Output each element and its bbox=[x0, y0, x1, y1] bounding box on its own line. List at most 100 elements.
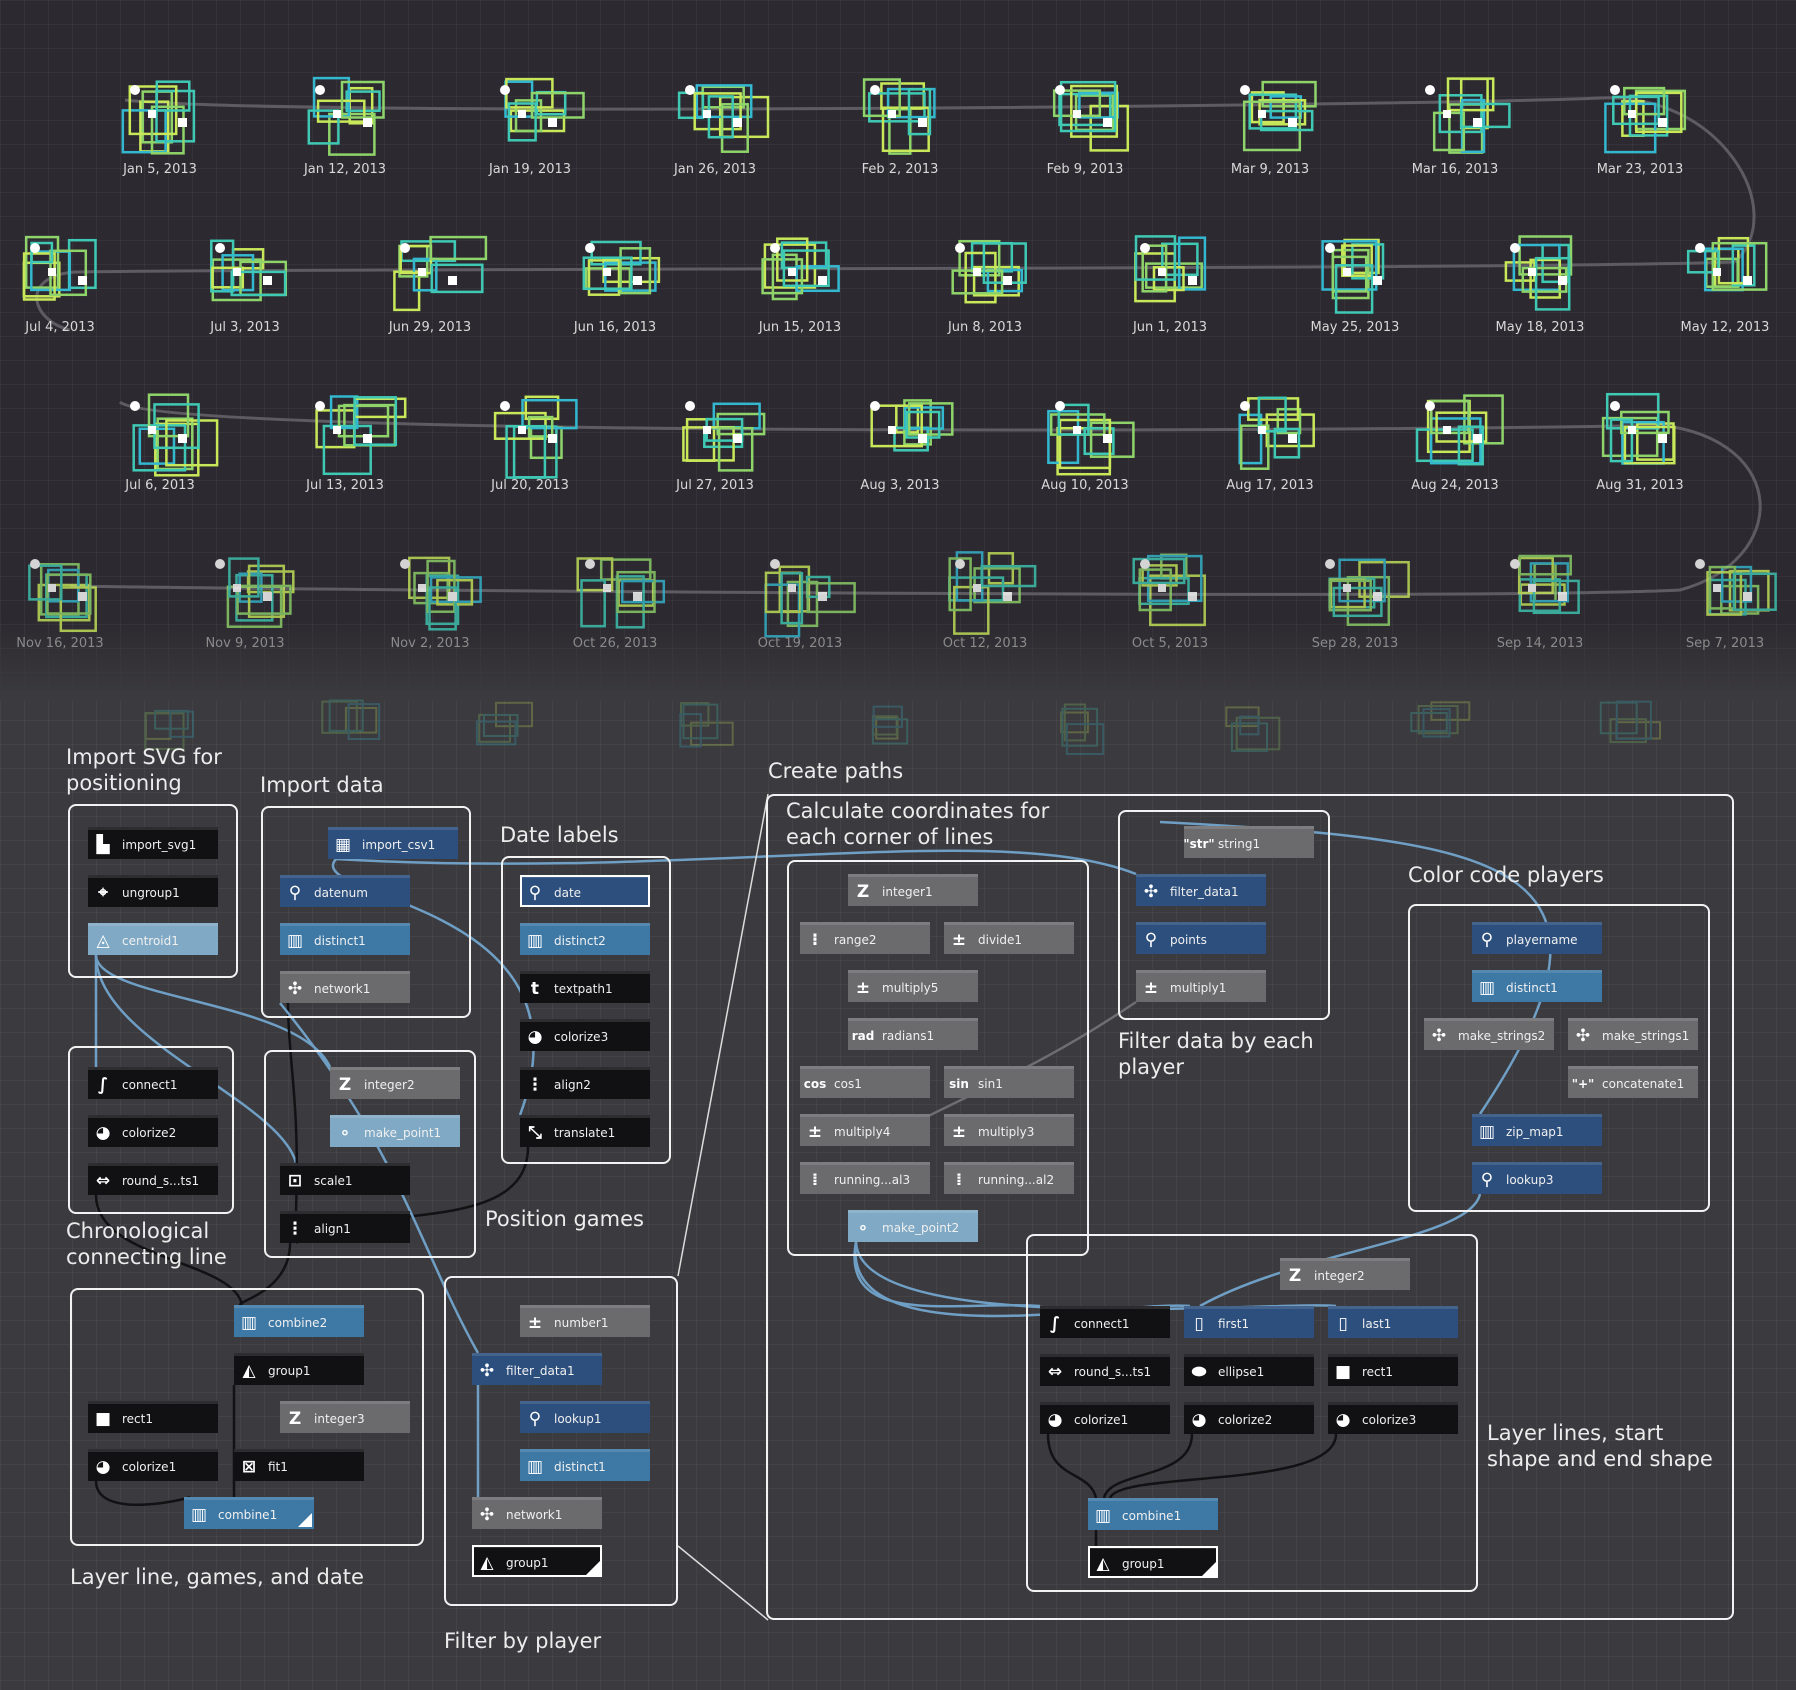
node-string1[interactable]: "str"string1 bbox=[1183, 826, 1314, 858]
node-colorize3b[interactable]: ◕colorize3 bbox=[1328, 1402, 1458, 1434]
node-multiply1[interactable]: ±multiply1 bbox=[1136, 970, 1266, 1002]
node-round-s-ts1a[interactable]: ⇔round_s...ts1 bbox=[88, 1163, 218, 1195]
player-path bbox=[46, 573, 92, 615]
node-colorize1a[interactable]: ◕colorize1 bbox=[88, 1449, 218, 1481]
node-group1a[interactable]: ◭group1 bbox=[234, 1353, 364, 1385]
node-make-point1[interactable]: ∘make_point1 bbox=[330, 1115, 460, 1147]
group-layer-lines[interactable] bbox=[1026, 1234, 1478, 1592]
group-title: Calculate coordinates for each corner of… bbox=[786, 799, 1050, 849]
node-distinct1c[interactable]: ▥distinct1 bbox=[1472, 970, 1602, 1002]
node-align1[interactable]: ⋮align1 bbox=[280, 1211, 410, 1243]
node-running-al2[interactable]: ⁞running...al2 bbox=[944, 1162, 1074, 1194]
date-label: Jan 26, 2013 bbox=[673, 162, 757, 177]
node-import-svg1[interactable]: ▙import_svg1 bbox=[88, 827, 218, 859]
player-path bbox=[30, 241, 54, 264]
node-distinct2[interactable]: ▥distinct2 bbox=[520, 923, 650, 955]
node-playername[interactable]: ⚲playername bbox=[1472, 922, 1602, 954]
node-colorize3a[interactable]: ◕colorize3 bbox=[520, 1019, 650, 1051]
node-multiply3[interactable]: ±multiply3 bbox=[944, 1114, 1074, 1146]
end-marker bbox=[1373, 276, 1382, 285]
node-connect1a[interactable]: ∫connect1 bbox=[88, 1067, 218, 1099]
date-label: Jul 4, 2013 bbox=[25, 320, 95, 335]
node-filter-data1b[interactable]: ✣filter_data1 bbox=[1136, 874, 1266, 906]
node-align2[interactable]: ⋮align2 bbox=[520, 1067, 650, 1099]
node-scale1[interactable]: ⊡scale1 bbox=[280, 1163, 410, 1195]
group-import-data[interactable] bbox=[261, 806, 471, 1018]
player-path bbox=[524, 395, 560, 421]
date-label: Nov 2, 2013 bbox=[390, 636, 470, 651]
node-ellipse1[interactable]: ⬬ellipse1 bbox=[1184, 1354, 1314, 1386]
node-make-strings1[interactable]: ✣make_strings1 bbox=[1568, 1018, 1698, 1050]
node-colorize1b[interactable]: ◕colorize1 bbox=[1040, 1402, 1170, 1434]
node-colorize2b[interactable]: ◕colorize2 bbox=[1184, 1402, 1314, 1434]
node-filter-data1a[interactable]: ✣filter_data1 bbox=[472, 1353, 602, 1385]
node-make-strings2[interactable]: ✣make_strings2 bbox=[1424, 1018, 1554, 1050]
group-import-svg[interactable] bbox=[68, 804, 238, 978]
node-colorize2a[interactable]: ◕colorize2 bbox=[88, 1115, 218, 1147]
node-multiply4[interactable]: ±multiply4 bbox=[800, 1114, 930, 1146]
node-import-csv1[interactable]: ▦import_csv1 bbox=[328, 827, 458, 859]
node-multiply5[interactable]: ±multiply5 bbox=[848, 970, 978, 1002]
node-last1[interactable]: ▯last1 bbox=[1328, 1306, 1458, 1338]
node-combine2[interactable]: ▥combine2 bbox=[234, 1305, 364, 1337]
node-network1a[interactable]: ✣network1 bbox=[280, 971, 410, 1003]
group-position-games[interactable] bbox=[264, 1050, 476, 1258]
node-make-point2[interactable]: ∘make_point2 bbox=[848, 1210, 978, 1242]
group-filter-each[interactable] bbox=[1118, 810, 1330, 1020]
node-label: first1 bbox=[1218, 1316, 1250, 1331]
node-fit1[interactable]: ⊠fit1 bbox=[234, 1449, 364, 1481]
node-round-s-ts1b[interactable]: ⇔round_s...ts1 bbox=[1040, 1354, 1170, 1386]
node-range2[interactable]: ⁝range2 bbox=[800, 922, 930, 954]
node-distinct1[interactable]: ▥distinct1 bbox=[280, 923, 410, 955]
node-group1b[interactable]: ◭group1 bbox=[472, 1545, 602, 1577]
group-create-paths[interactable] bbox=[766, 794, 1734, 1620]
node-connect1b[interactable]: ∫connect1 bbox=[1040, 1306, 1170, 1338]
node-centroid1[interactable]: ◬centroid1 bbox=[88, 923, 218, 955]
node-number1[interactable]: ±number1 bbox=[520, 1305, 650, 1337]
node-ungroup1[interactable]: ⌖ungroup1 bbox=[88, 875, 218, 907]
node-combine1b[interactable]: ▥combine1 bbox=[1088, 1498, 1218, 1530]
node-concatenate1[interactable]: "+"concatenate1 bbox=[1568, 1066, 1698, 1098]
player-path bbox=[1417, 705, 1459, 735]
player-path bbox=[599, 558, 652, 581]
game-glyph bbox=[1686, 236, 1768, 292]
node-lookup1[interactable]: ⚲lookup1 bbox=[520, 1401, 650, 1433]
end-marker bbox=[1258, 110, 1266, 118]
node-zip-map1[interactable]: ▥zip_map1 bbox=[1472, 1114, 1602, 1146]
group-calc-coords[interactable] bbox=[787, 860, 1089, 1256]
node-lookup3[interactable]: ⚲lookup3 bbox=[1472, 1162, 1602, 1194]
node-first1[interactable]: ▯first1 bbox=[1184, 1306, 1314, 1338]
fit-icon: ⊠ bbox=[241, 1456, 257, 1477]
node-group1c[interactable]: ◭group1 bbox=[1088, 1546, 1218, 1578]
node-datenum[interactable]: ⚲datenum bbox=[280, 875, 410, 907]
node-rect1a[interactable]: ■rect1 bbox=[88, 1401, 218, 1433]
node-combine1a[interactable]: ▥combine1 bbox=[184, 1497, 314, 1529]
round-icon: ⇔ bbox=[95, 1170, 111, 1191]
node-points[interactable]: ⚲points bbox=[1136, 922, 1266, 954]
group-layer-line[interactable] bbox=[70, 1288, 424, 1546]
node-network1b[interactable]: ✣network1 bbox=[472, 1497, 602, 1529]
node-date[interactable]: ⚲date bbox=[520, 875, 650, 907]
node-rect1b[interactable]: ■rect1 bbox=[1328, 1354, 1458, 1386]
node-translate1[interactable]: ⤡translate1 bbox=[520, 1115, 650, 1147]
game-glyph bbox=[215, 557, 295, 628]
player-path bbox=[169, 710, 195, 738]
group-date-labels[interactable] bbox=[501, 856, 671, 1164]
node-label: group1 bbox=[506, 1555, 549, 1570]
node-distinct1b[interactable]: ▥distinct1 bbox=[520, 1449, 650, 1481]
group-color-code[interactable] bbox=[1408, 904, 1710, 1212]
group-filter-player[interactable] bbox=[444, 1276, 678, 1606]
node-divide1[interactable]: ±divide1 bbox=[944, 922, 1074, 954]
group-chronological[interactable] bbox=[68, 1046, 234, 1214]
group-title: Date labels bbox=[500, 823, 619, 847]
ungroup-icon: ⌖ bbox=[98, 882, 108, 903]
node-running-al3[interactable]: ⁞running...al3 bbox=[800, 1162, 930, 1194]
